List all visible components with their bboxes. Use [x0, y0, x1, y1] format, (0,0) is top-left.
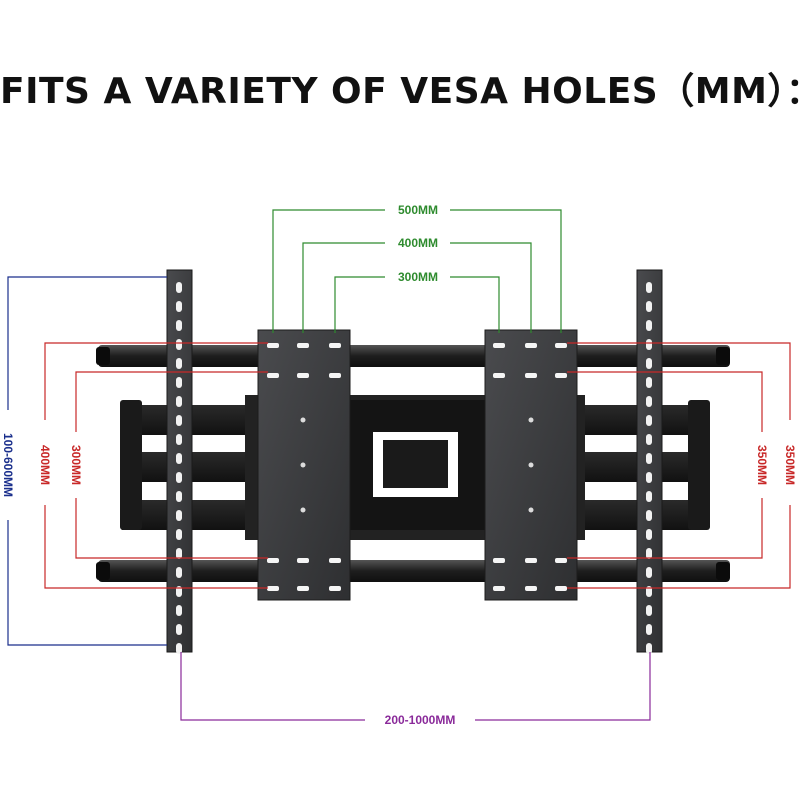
sliding-plates [257, 329, 578, 601]
green-dimensions [272, 209, 562, 333]
articulating-arms [120, 395, 710, 540]
dim-300mm-label: 300MM [398, 270, 438, 284]
dim-400mm-label: 400MM [398, 236, 438, 250]
dim-right-350mm-outer-label: 350MM [783, 445, 797, 485]
dim-100-600mm-label: 100-600MM [1, 433, 15, 497]
red-dimensions-left [44, 342, 268, 589]
red-dimensions-right [567, 342, 791, 589]
page-title: FITS A VARIETY OF VESA HOLES（MM）： [0, 71, 800, 112]
blue-dimension [7, 276, 167, 646]
dim-right-350mm-inner-label: 350MM [755, 445, 769, 485]
dim-500mm-label: 500MM [398, 203, 438, 217]
dim-left-300mm-label: 300MM [69, 445, 83, 485]
purple-dimension [180, 652, 651, 721]
dim-200-1000mm-label: 200-1000MM [385, 713, 456, 727]
dim-left-400mm-label: 400MM [38, 445, 52, 485]
